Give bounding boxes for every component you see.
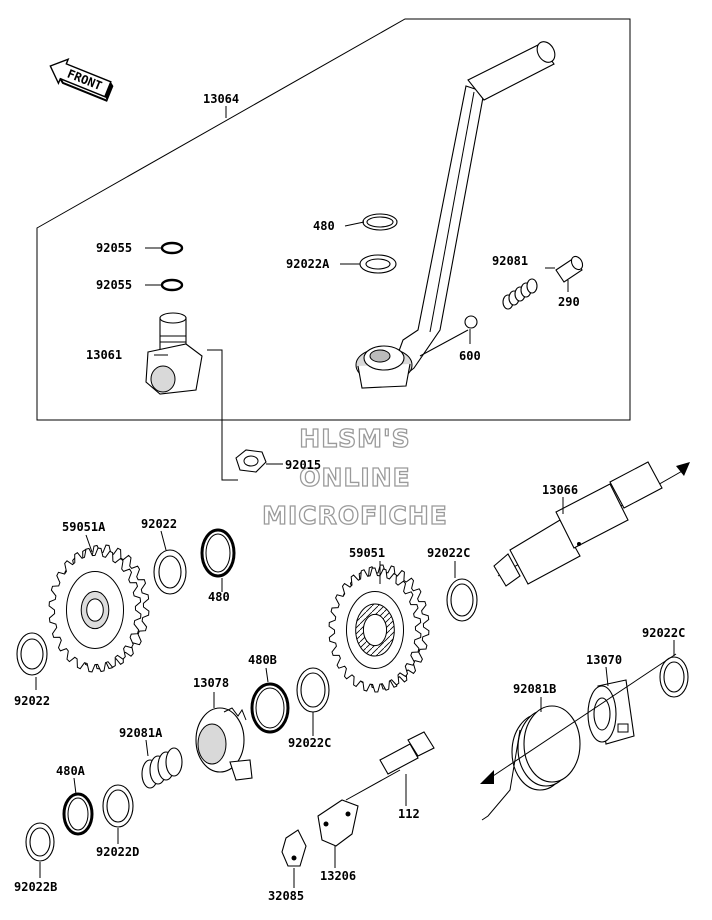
label-92015: 92015 [285, 458, 321, 472]
washer-92022A [359, 254, 397, 274]
part-labels: 13064 480 92055 92055 92022A 92081 290 1… [14, 92, 685, 903]
label-480A: 480A [56, 764, 86, 778]
gear-59051A [48, 544, 150, 673]
label-13064: 13064 [203, 92, 239, 106]
label-92022A: 92022A [286, 257, 330, 271]
label-13078: 13078 [193, 676, 229, 690]
washer-92022C-b [296, 667, 330, 713]
oring-92055-a [160, 241, 184, 255]
ring-480-top [362, 213, 398, 231]
kick-pedal-assembly-box [36, 18, 631, 421]
spring-92081B [480, 653, 677, 821]
ring-480A [62, 792, 94, 836]
label-92055-b: 92055 [96, 278, 132, 292]
kick-pedal-arm [355, 41, 556, 389]
plate-32085 [281, 829, 307, 867]
label-92022C-a: 92022C [427, 546, 470, 560]
ring-480B [250, 682, 290, 734]
label-32085: 32085 [268, 889, 304, 903]
label-13061: 13061 [86, 348, 122, 362]
label-92022-left: 92022 [14, 694, 50, 708]
collar-13070 [587, 679, 635, 745]
label-92022-top: 92022 [141, 517, 177, 531]
gear-59051 [328, 564, 430, 693]
spring-92081A [141, 747, 183, 789]
label-92081B: 92081B [513, 682, 556, 696]
washer-92022C-a [446, 578, 478, 622]
spring-92081 [502, 278, 538, 310]
label-600: 600 [459, 349, 481, 363]
label-59051: 59051 [349, 546, 385, 560]
label-480B: 480B [248, 653, 277, 667]
label-13066: 13066 [542, 483, 578, 497]
watermark-line3: MICROFICHE [262, 501, 448, 530]
label-92081A: 92081A [119, 726, 163, 740]
label-92055-a: 92055 [96, 241, 132, 255]
ratchet-13078 [195, 707, 253, 781]
washer-92022-top [153, 549, 187, 595]
label-92022C-b: 92022C [288, 736, 331, 750]
watermark-line1: HLSM'S [299, 424, 410, 453]
oring-92055-b [160, 278, 184, 292]
label-92081: 92081 [492, 254, 528, 268]
label-92022C-c: 92022C [642, 626, 685, 640]
leader-lines [35, 106, 675, 888]
label-92022B: 92022B [14, 880, 57, 894]
label-92022D: 92022D [96, 845, 139, 859]
watermark-line2: ONLINE [299, 463, 410, 492]
pin-290 [555, 255, 584, 283]
watermark: HLSM'S ONLINE MICROFICHE [261, 423, 448, 530]
label-59051A: 59051A [62, 520, 106, 534]
ball-600 [464, 315, 478, 329]
washer-92022-left [16, 632, 48, 676]
washer-92022B [25, 822, 55, 862]
label-13206: 13206 [320, 869, 356, 883]
plate-13206 [317, 799, 359, 847]
label-480-top: 480 [313, 219, 335, 233]
washer-92022C-c [659, 656, 689, 698]
front-arrow-icon: FRONT [49, 57, 114, 102]
shaft-13066 [493, 461, 690, 587]
label-290: 290 [558, 295, 580, 309]
label-480-mid: 480 [208, 590, 230, 604]
boss-13061 [145, 312, 203, 395]
label-13070: 13070 [586, 653, 622, 667]
bolt-112 [345, 731, 435, 801]
washer-92022D [102, 784, 134, 828]
nut-92015 [235, 449, 267, 473]
ring-480-mid [200, 528, 236, 578]
label-112: 112 [398, 807, 420, 821]
